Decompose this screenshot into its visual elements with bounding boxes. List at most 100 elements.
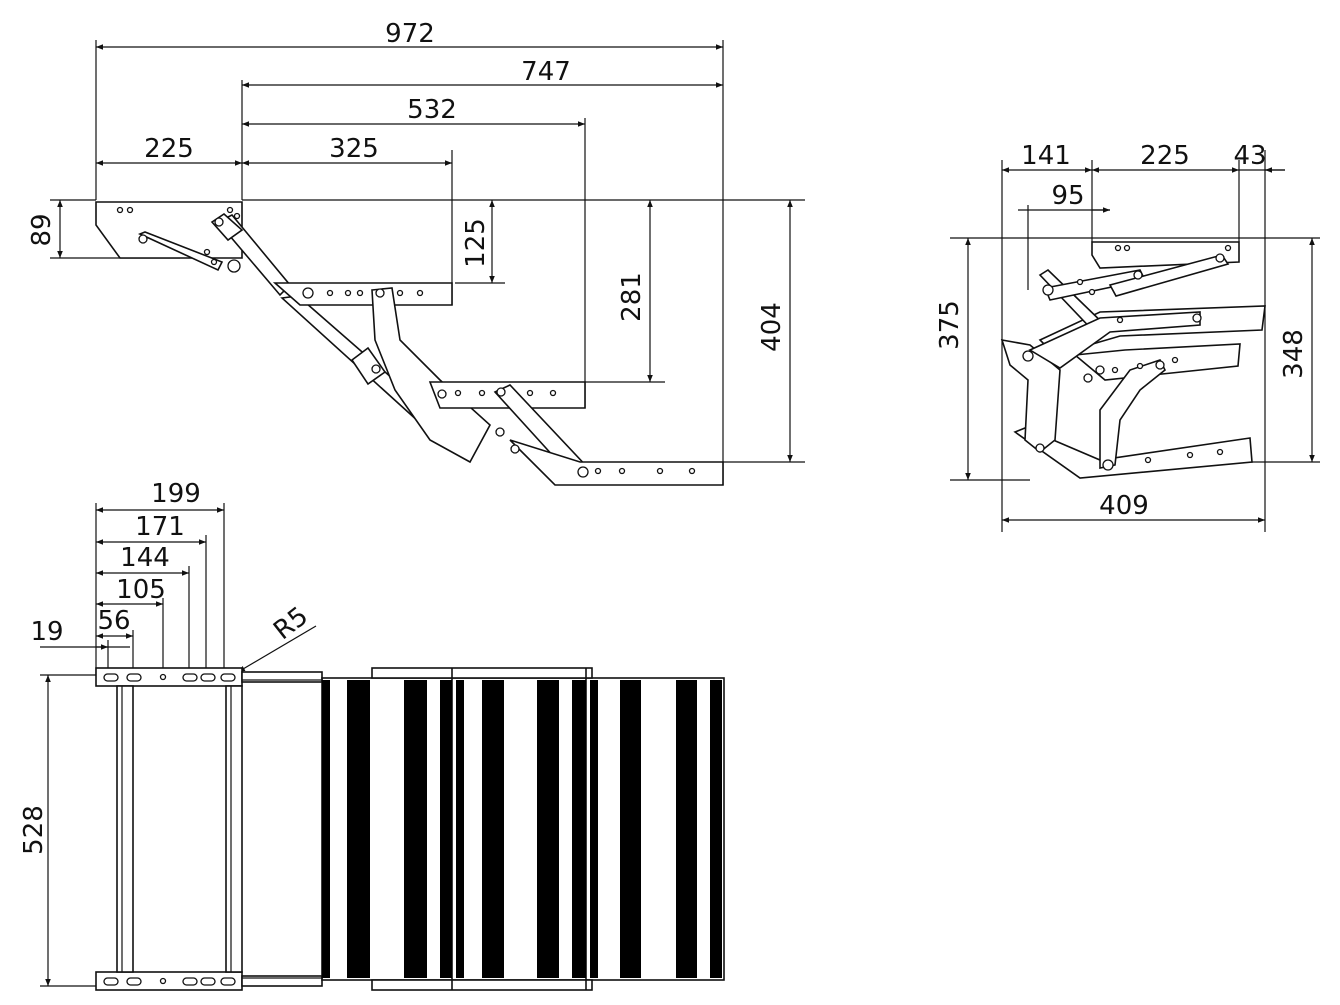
pivot-hole — [495, 427, 505, 437]
tread-strips — [322, 680, 722, 978]
top-extension-lines — [40, 503, 225, 987]
dim-348: 348 — [1279, 329, 1309, 379]
tread-strip — [676, 680, 697, 978]
dim-404: 404 — [757, 302, 787, 352]
hole — [1116, 316, 1124, 324]
hole — [1136, 362, 1144, 370]
hole — [1114, 244, 1122, 252]
pivot-hole — [1133, 270, 1143, 280]
hole — [226, 206, 234, 214]
pivot-hole — [437, 389, 447, 399]
dim-125: 125 — [461, 218, 491, 268]
hole — [688, 467, 696, 475]
dim-19: 19 — [30, 617, 63, 647]
tread-strip — [537, 680, 559, 978]
pivot-hole — [1022, 350, 1034, 362]
tread-strip — [590, 680, 598, 978]
step-3 — [509, 439, 724, 486]
hole — [594, 467, 602, 475]
hole — [233, 212, 241, 220]
folded-extension-lines — [950, 150, 1320, 532]
hole — [203, 248, 211, 256]
slot-hole — [103, 673, 119, 682]
side-view-holes — [116, 206, 696, 478]
step-1 — [272, 282, 453, 306]
dim-95: 95 — [1051, 181, 1084, 211]
dim-281: 281 — [617, 272, 647, 322]
hole — [159, 673, 167, 681]
hole — [1216, 448, 1224, 456]
dim-56: 56 — [97, 606, 130, 636]
pivot-hole — [227, 259, 241, 273]
hole — [416, 289, 424, 297]
hole — [1186, 451, 1194, 459]
tread-strip — [347, 680, 370, 978]
hole — [1144, 456, 1152, 464]
slot-hole — [182, 673, 198, 682]
rail-slots — [103, 673, 236, 986]
tread-strip — [404, 680, 427, 978]
hole — [396, 289, 404, 297]
hole — [526, 389, 534, 397]
folded-holes — [1022, 244, 1232, 471]
dim-972: 972 — [385, 19, 435, 49]
pivot-hole — [1155, 360, 1165, 370]
slot-hole — [200, 977, 216, 986]
dim-747: 747 — [521, 57, 571, 87]
pivot-hole — [1215, 253, 1225, 263]
hole — [656, 467, 664, 475]
dim-105: 105 — [116, 575, 166, 605]
slot-hole — [220, 977, 236, 986]
hole — [210, 258, 218, 266]
dim-375: 375 — [935, 300, 965, 350]
pivot-hole — [214, 217, 224, 227]
center-link — [371, 287, 492, 464]
dim-43: 43 — [1233, 141, 1266, 171]
hole — [1171, 356, 1179, 364]
hole — [478, 389, 486, 397]
pivot-hole — [302, 287, 314, 299]
dim-532: 532 — [407, 95, 457, 125]
linkage-arm-upper — [137, 231, 224, 272]
dim-89: 89 — [27, 213, 57, 246]
side-extension-lines — [50, 40, 805, 485]
frame-left-rail — [116, 685, 134, 973]
slot-hole — [182, 977, 198, 986]
mounting-bracket — [95, 201, 243, 259]
step-frame-bottom — [371, 979, 593, 991]
folded-dimension-lines — [965, 167, 1315, 523]
folded-arm-c — [1108, 254, 1230, 297]
pivot-hole — [1102, 459, 1114, 471]
dim-409: 409 — [1099, 491, 1149, 521]
dim-171: 171 — [135, 512, 185, 542]
slot-hole — [220, 673, 236, 682]
pivot-hole — [1192, 313, 1202, 323]
pivot-hole — [1095, 365, 1105, 375]
hole — [1224, 244, 1232, 252]
frame-right-rail — [225, 685, 243, 973]
hole — [549, 389, 557, 397]
small-bracket — [350, 346, 387, 386]
folded-link-loop — [1028, 311, 1201, 369]
step-frame-top — [371, 667, 593, 679]
dim-225-folded: 225 — [1140, 141, 1190, 171]
tread-strip — [572, 680, 586, 978]
top-view: 199 171 144 105 56 19 R5 528 — [19, 479, 725, 991]
pivot-hole — [1035, 443, 1045, 453]
tread-strip — [322, 680, 330, 978]
tread-strip — [482, 680, 504, 978]
dim-199: 199 — [151, 479, 201, 509]
top-dimension-lines — [40, 507, 317, 986]
dim-325: 325 — [329, 134, 379, 164]
folded-view: 141 225 43 95 375 348 409 — [935, 141, 1320, 532]
hole — [356, 289, 364, 297]
hole — [116, 206, 124, 214]
hole — [159, 977, 167, 985]
hole — [1123, 244, 1131, 252]
dim-144: 144 — [120, 543, 170, 573]
pivot-hole — [371, 364, 381, 374]
pivot-hole — [1083, 373, 1093, 383]
tread-strip — [456, 680, 464, 978]
connector-bottom — [241, 975, 323, 987]
